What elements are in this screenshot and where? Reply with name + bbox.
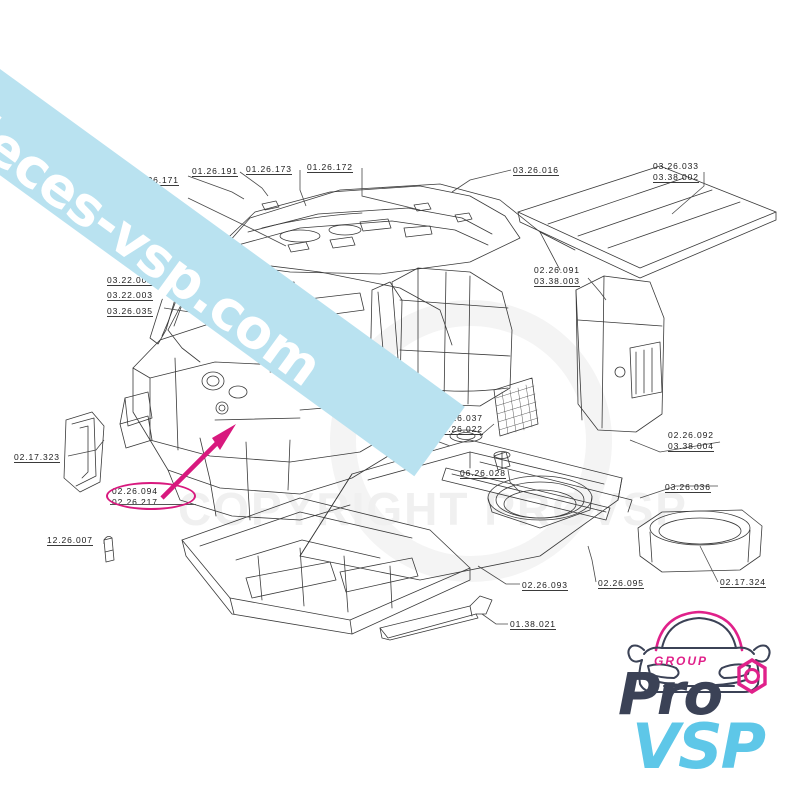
- highlighted-part-secondary: 02.26.217: [112, 496, 158, 507]
- part-label-02-17-324[interactable]: 02.17.324: [720, 577, 766, 588]
- part-label-03-26-016[interactable]: 03.26.016: [513, 165, 559, 176]
- part-label-03-38-002[interactable]: 03.38.002: [653, 172, 699, 183]
- part-label-02-26-092[interactable]: 02.26.092: [668, 430, 714, 440]
- provsp-logo: GROUP Pro VSP: [604, 592, 794, 784]
- logo-group-text: GROUP: [654, 654, 709, 668]
- part-label-02-17-323[interactable]: 02.17.323: [14, 452, 60, 463]
- part-label-02-26-096[interactable]: 02.26.096: [367, 424, 413, 435]
- part-label-03-26-033[interactable]: 03.26.033: [653, 161, 699, 171]
- part-label-03-26-035[interactable]: 03.26.035: [107, 306, 153, 317]
- part-label-01-26-191[interactable]: 01.26.191: [192, 166, 238, 177]
- part-label-01-38-021[interactable]: 01.38.021: [510, 619, 556, 630]
- part-label-01-26-171[interactable]: 01.26.171: [133, 175, 179, 186]
- part-label-02-26-091[interactable]: 02.26.091: [534, 265, 580, 275]
- part-label-03-26-036[interactable]: 03.26.036: [665, 482, 711, 493]
- part-label-03-38-003[interactable]: 03.38.003: [534, 276, 580, 287]
- part-label-01-26-172[interactable]: 01.26.172: [307, 162, 353, 173]
- part-label-06-26-037[interactable]: 06.26.037: [437, 413, 483, 423]
- highlighted-part-primary: 02.26.094: [112, 486, 158, 496]
- part-label-03-22-003[interactable]: 03.22.003: [107, 290, 153, 301]
- part-label-06-26-022[interactable]: 06.26.022: [437, 424, 483, 435]
- part-label-03-26-034[interactable]: 03.26.034: [107, 220, 153, 231]
- logo-vsp-text: VSP: [632, 710, 766, 783]
- highlight-arrow: [160, 424, 236, 500]
- part-label-03-22-021[interactable]: 03.22.021: [107, 236, 153, 247]
- part-label-01-26-173[interactable]: 01.26.173: [246, 164, 292, 175]
- highlighted-part-callout[interactable]: 02.26.094 02.26.217: [112, 486, 158, 507]
- part-label-02-26-093[interactable]: 02.26.093: [522, 580, 568, 591]
- callout-underline: [110, 504, 196, 505]
- part-label-03-38-004[interactable]: 03.38.004: [668, 441, 714, 452]
- part-label-03-22-017[interactable]: 03.22.017: [133, 196, 179, 207]
- logo-pro-text: Pro: [618, 660, 723, 728]
- part-label-03-22-002[interactable]: 03.22.002: [107, 275, 153, 286]
- hex-nut-icon: [737, 658, 767, 694]
- part-label-02-26-095[interactable]: 02.26.095: [598, 578, 644, 589]
- part-label-12-26-007[interactable]: 12.26.007: [47, 535, 93, 546]
- part-label-06-26-028[interactable]: 06.26.028: [460, 468, 506, 479]
